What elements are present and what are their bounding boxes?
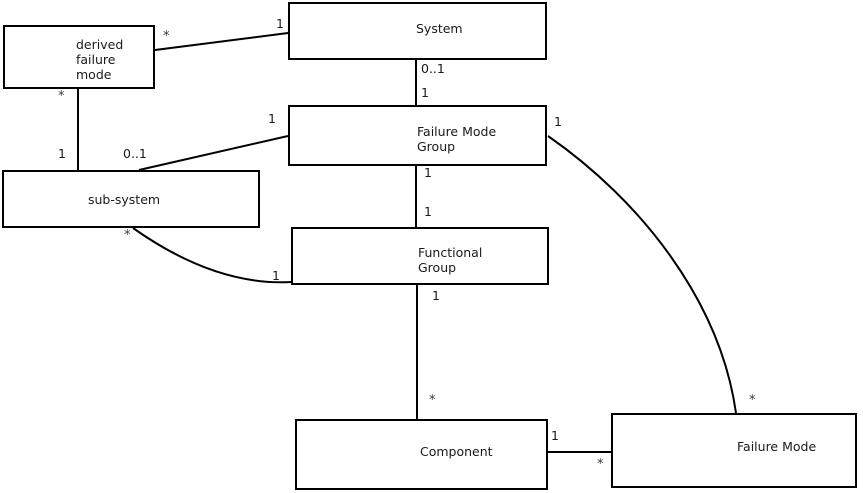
- multiplicity-m-system-one-left: 1: [276, 16, 284, 31]
- class-box-failure-mode[interactable]: [611, 413, 857, 488]
- multiplicity-m-subsystem-one-top: 1: [58, 146, 66, 161]
- multiplicity-m-fmgroup-one-top: 1: [421, 85, 429, 100]
- multiplicity-m-subsystem-star-bottom: *: [124, 228, 131, 243]
- class-box-system[interactable]: [288, 2, 547, 60]
- multiplicity-m-fmgroup-one-left: 1: [268, 111, 276, 126]
- multiplicity-m-system-zeroone: 0..1: [421, 61, 445, 76]
- multiplicity-m-component-star-top: *: [429, 393, 436, 408]
- class-box-derived-failure-mode[interactable]: [3, 25, 155, 89]
- multiplicity-m-component-one-right: 1: [551, 428, 559, 443]
- multiplicity-m-failuremode-star-top: *: [749, 393, 756, 408]
- edge-subsystem-to-functionalgroup: [132, 227, 292, 284]
- class-name-derived-failure-mode: derived failure mode: [76, 37, 124, 82]
- multiplicity-m-subsystem-zeroone: 0..1: [123, 146, 147, 161]
- multiplicity-m-fmgroup-one-right: 1: [554, 114, 562, 129]
- class-name-failure-mode: Failure Mode: [737, 439, 817, 454]
- multiplicity-m-functionalgroup-one-bottom: 1: [432, 288, 440, 303]
- edge-fmgroup-to-failuremode: [547, 135, 737, 414]
- class-box-component[interactable]: [295, 419, 548, 490]
- class-name-failure-mode-group: Failure Mode Group: [417, 124, 497, 154]
- multiplicity-m-derived-star-right: *: [163, 29, 170, 44]
- class-name-component: Component: [420, 444, 493, 459]
- class-box-failure-mode-group[interactable]: [288, 105, 547, 166]
- multiplicity-m-failuremode-star-left: *: [597, 457, 604, 472]
- multiplicity-m-functionalgroup-one-top: 1: [424, 204, 432, 219]
- class-box-functional-group[interactable]: [291, 227, 549, 285]
- edge-derived-to-system: [154, 32, 289, 51]
- class-box-sub-system[interactable]: [2, 170, 260, 228]
- multiplicity-m-functionalgroup-one-left: 1: [272, 268, 280, 283]
- class-name-system: System: [416, 21, 463, 36]
- edge-subsystem-to-fmgroup: [138, 135, 289, 171]
- class-name-sub-system: sub-system: [88, 192, 161, 207]
- multiplicity-m-derived-star-bottom: *: [58, 89, 65, 104]
- multiplicity-m-fmgroup-one-bottom: 1: [424, 165, 432, 180]
- class-name-functional-group: Functional Group: [418, 245, 483, 275]
